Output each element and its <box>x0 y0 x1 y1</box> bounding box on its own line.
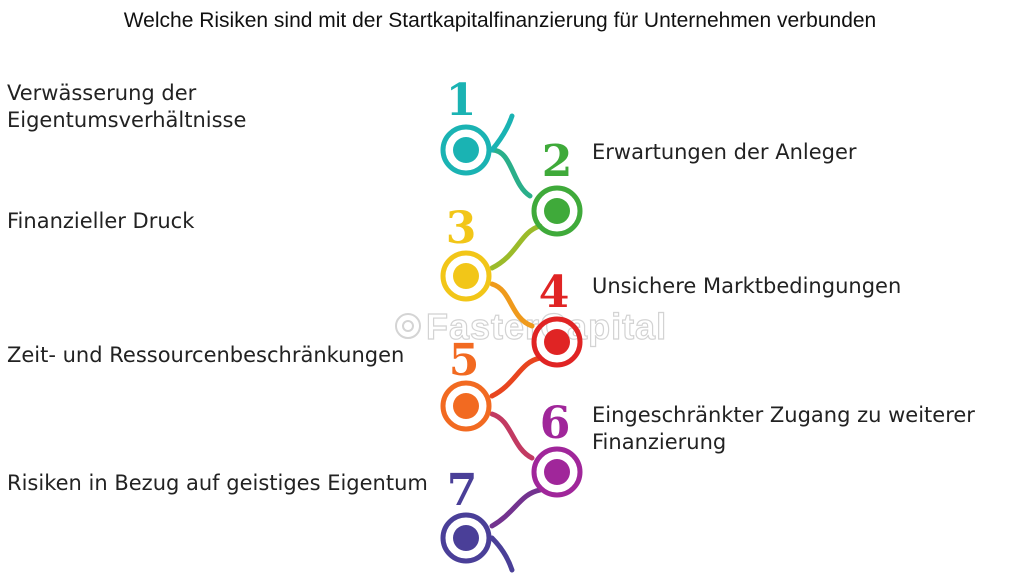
step-label-2: Erwartungen der Anleger <box>592 139 857 166</box>
connector-1-2 <box>489 147 533 199</box>
step-number-6: 6 <box>540 398 571 449</box>
step-label-5: Zeit- und Ressourcenbeschränkungen <box>7 342 404 369</box>
connector-3-4 <box>489 281 535 329</box>
step-number-3: 3 <box>446 203 477 254</box>
step-text-1: Verwässerung der Eigentumsverhältnisse <box>7 81 247 132</box>
page-title: Welche Risiken sind mit der Startkapital… <box>123 9 877 32</box>
step-number-7: 7 <box>447 465 478 516</box>
connector-4-5 <box>489 355 543 399</box>
step-label-3: Finanzieller Druck <box>7 208 194 235</box>
step-text-4: Unsichere Marktbedingungen <box>592 274 902 298</box>
step-number-5: 5 <box>449 335 480 386</box>
step-node-4: 4 <box>531 267 583 368</box>
step-node-7: 7 <box>440 465 515 573</box>
step-label-1: Verwässerung der Eigentumsverhältnisse <box>7 80 246 134</box>
step-text-5: Zeit- und Ressourcenbeschränkungen <box>7 343 405 367</box>
step-number-1: 1 <box>446 75 477 126</box>
connector-6-7 <box>489 487 543 529</box>
step-node-5: 5 <box>440 335 492 432</box>
step-node-6: 6 <box>531 398 583 498</box>
connector-2-3 <box>489 223 543 271</box>
step-number-2: 2 <box>542 136 573 187</box>
step-text-3: Finanzieller Druck <box>7 209 195 233</box>
step-number-4: 4 <box>539 267 570 318</box>
step-node-3: 3 <box>440 203 492 302</box>
step-label-7: Risiken in Bezug auf geistiges Eigentum <box>7 470 428 497</box>
step-node-1: 1 <box>440 75 515 176</box>
step-label-4: Unsichere Marktbedingungen <box>592 273 901 300</box>
step-node-2: 2 <box>531 136 583 237</box>
connector-5-6 <box>489 411 535 461</box>
step-text-7: Risiken in Bezug auf geistiges Eigentum <box>7 471 428 495</box>
step-text-6: Eingeschränkter Zugang zu weiterer Finan… <box>592 403 975 454</box>
step-text-2: Erwartungen der Anleger <box>592 140 857 164</box>
step-label-6: Eingeschränkter Zugang zu weiterer Finan… <box>592 402 975 456</box>
